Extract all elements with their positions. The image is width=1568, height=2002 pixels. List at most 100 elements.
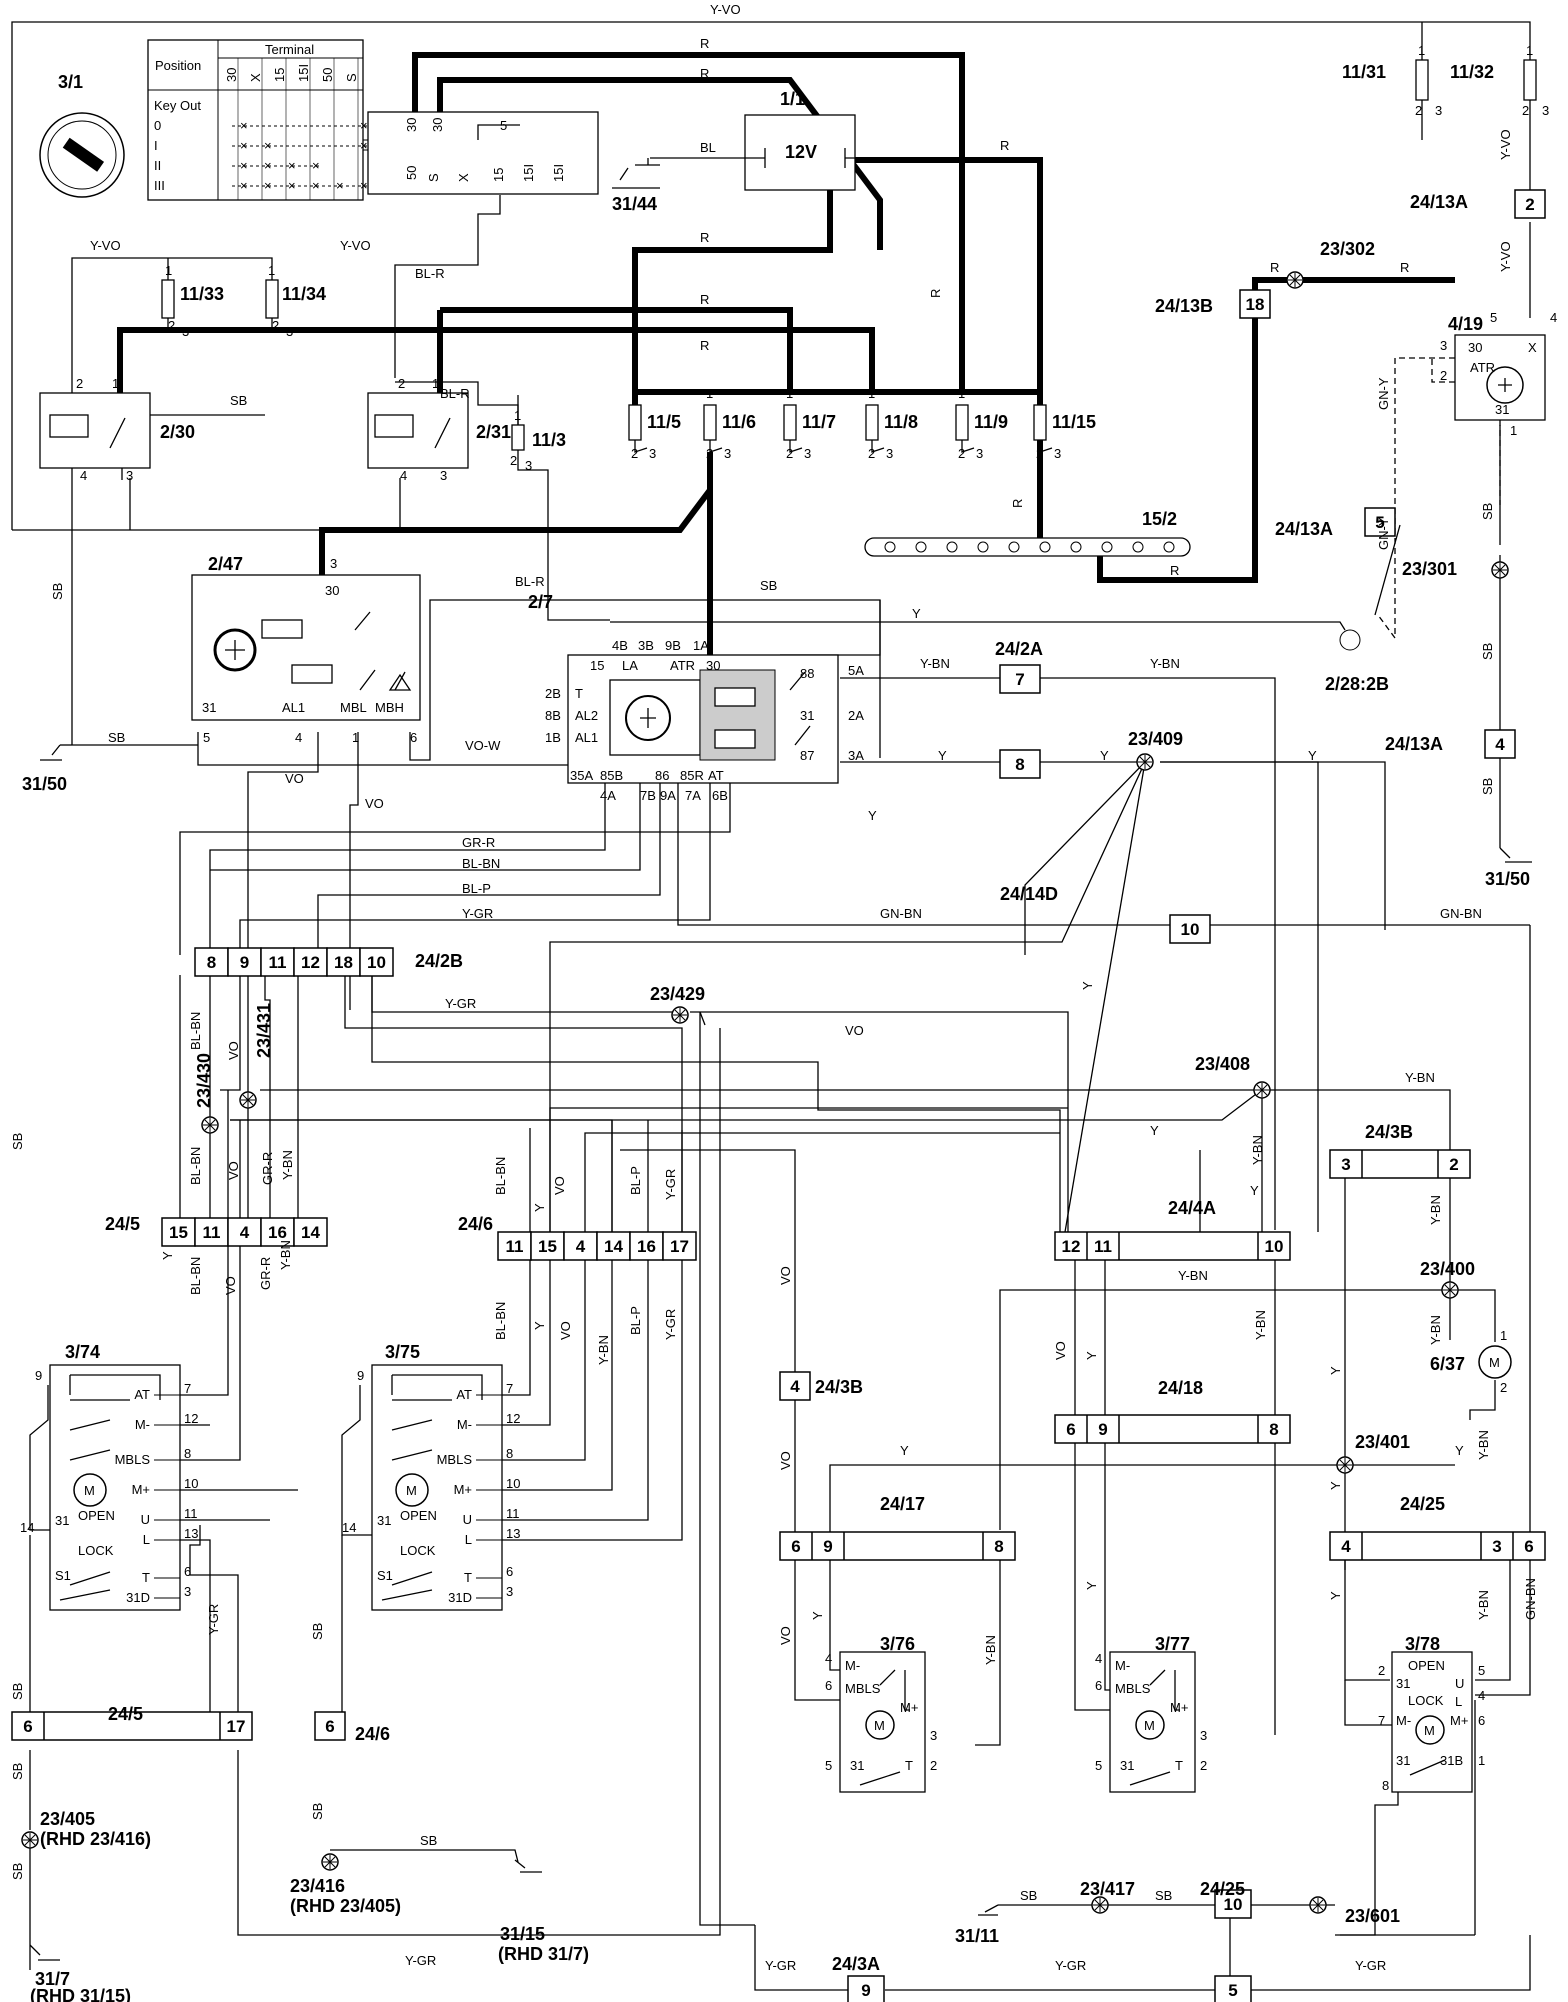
wire-color-label: SB <box>50 583 65 600</box>
wire-color-label: R <box>700 338 709 353</box>
fuse-label: 11/7 <box>802 412 836 432</box>
connector-pin <box>1484 729 1516 759</box>
connector-pin <box>779 1371 811 1401</box>
battery-1-1: 1/1 12V 31/44 BL <box>612 89 856 214</box>
module-pin: 85R <box>680 768 704 783</box>
svg-text:1: 1 <box>1478 1753 1485 1768</box>
wire-color-label: SB <box>1480 778 1495 795</box>
svg-text:2/31: 2/31 <box>476 422 511 442</box>
svg-text:T: T <box>464 1570 472 1585</box>
wire-color-label: R <box>928 289 943 298</box>
module-pin: 6B <box>712 788 728 803</box>
wire-color-label: Y-BN <box>1476 1590 1491 1620</box>
splice-points <box>21 271 1509 1914</box>
svg-text:7: 7 <box>1378 1713 1385 1728</box>
wire-color-label: Y <box>912 606 921 621</box>
svg-text:1: 1 <box>112 376 119 391</box>
wire-color-label: VO <box>845 1023 864 1038</box>
wire-color-label: SB <box>1480 643 1495 660</box>
svg-text:31/11: 31/11 <box>955 1926 999 1946</box>
svg-text:5: 5 <box>1478 1663 1485 1678</box>
module-pin: 9B <box>665 638 681 653</box>
svg-text:31/50: 31/50 <box>22 774 67 794</box>
table-position-heading: Position <box>155 58 201 73</box>
svg-text:31B: 31B <box>1440 1753 1463 1768</box>
wire-color-label: SB <box>310 1623 325 1640</box>
svg-text:3: 3 <box>182 324 189 339</box>
wire-color-label: VO <box>365 796 384 811</box>
wire-color-label: Y-GR <box>663 1169 678 1200</box>
wire-color-label: Y <box>1100 748 1109 763</box>
wire-color-label: VO <box>552 1176 567 1195</box>
wire-color-label: SB <box>310 1803 325 1820</box>
svg-text:M: M <box>1424 1723 1435 1738</box>
wire-color-label: BL-R <box>415 266 445 281</box>
module-pin: 85B <box>600 768 623 783</box>
module-pin: 2A <box>848 708 864 723</box>
connector-bar <box>1054 1231 1291 1261</box>
svg-text:2: 2 <box>510 453 517 468</box>
svg-text:×: × <box>360 118 368 133</box>
svg-text:8: 8 <box>506 1446 513 1461</box>
svg-text:31D: 31D <box>448 1590 472 1605</box>
wire-color-label: BL-BN <box>493 1157 508 1195</box>
svg-text:LOCK: LOCK <box>1408 1693 1444 1708</box>
svg-text:5: 5 <box>1228 1981 1237 2000</box>
wire-color-label: BL-R <box>515 574 545 589</box>
wire-color-label: Y <box>938 748 947 763</box>
svg-text:AT: AT <box>134 1387 150 1402</box>
table-row-4: III <box>154 178 165 193</box>
svg-text:23/430: 23/430 <box>194 1053 214 1108</box>
wire-color-label: Y-GR <box>1355 1958 1386 1973</box>
svg-text:×: × <box>360 178 368 193</box>
svg-text:11/33: 11/33 <box>180 284 224 304</box>
module-pin: 7B <box>640 788 656 803</box>
svg-text:6: 6 <box>410 730 417 745</box>
svg-text:23/416: 23/416 <box>290 1876 345 1896</box>
wire-color-label: Y-VO <box>1498 241 1513 272</box>
svg-text:2: 2 <box>272 318 279 333</box>
svg-text:×: × <box>312 158 320 173</box>
svg-text:2: 2 <box>76 376 83 391</box>
svg-text:2: 2 <box>631 446 638 461</box>
svg-text:24/25: 24/25 <box>1400 1494 1445 1514</box>
svg-text:2: 2 <box>958 446 965 461</box>
module-pin: 4A <box>600 788 616 803</box>
wire-color-label: SB <box>760 578 777 593</box>
svg-text:24/13A: 24/13A <box>1385 734 1443 754</box>
svg-text:7: 7 <box>506 1381 513 1396</box>
fuse-c_11_15 <box>1033 404 1047 441</box>
fuse-label: 11/9 <box>974 412 1008 432</box>
svg-text:31: 31 <box>1495 402 1509 417</box>
svg-text:S1: S1 <box>377 1568 393 1583</box>
wire-color-label: Y-VO <box>710 2 741 17</box>
wire-color-label: Y-BN <box>920 656 950 671</box>
svg-text:×: × <box>288 158 296 173</box>
svg-text:L: L <box>465 1532 472 1547</box>
svg-text:6: 6 <box>184 1564 191 1579</box>
connector-pin <box>161 1217 196 1247</box>
connector-pin <box>497 1231 532 1261</box>
wire-color-label: BL-BN <box>462 856 500 871</box>
svg-text:31: 31 <box>55 1513 69 1528</box>
wire-color-label: Y-BN <box>280 1150 295 1180</box>
wire-color-label: Y-BN <box>1476 1430 1491 1460</box>
svg-text:24/6: 24/6 <box>458 1214 493 1234</box>
svg-text:2: 2 <box>1440 368 1447 383</box>
svg-text:AT: AT <box>456 1387 472 1402</box>
svg-text:MBLS: MBLS <box>1115 1681 1151 1696</box>
svg-text:2: 2 <box>168 318 175 333</box>
svg-text:24/13A: 24/13A <box>1410 192 1468 212</box>
svg-text:1: 1 <box>165 263 172 278</box>
fuse-c_11_9 <box>955 404 969 441</box>
component-4-19: 4/19 30 ATR X 31 5 4 3 2 1 <box>1440 310 1557 438</box>
svg-text:13: 13 <box>184 1526 198 1541</box>
module-pin: 2B <box>545 686 561 701</box>
gn-y-dashed-wire <box>1377 357 1455 640</box>
wire-color-label: Y-GR <box>445 996 476 1011</box>
svg-text:3: 3 <box>440 468 447 483</box>
svg-text:L: L <box>143 1532 150 1547</box>
svg-text:×: × <box>288 178 296 193</box>
